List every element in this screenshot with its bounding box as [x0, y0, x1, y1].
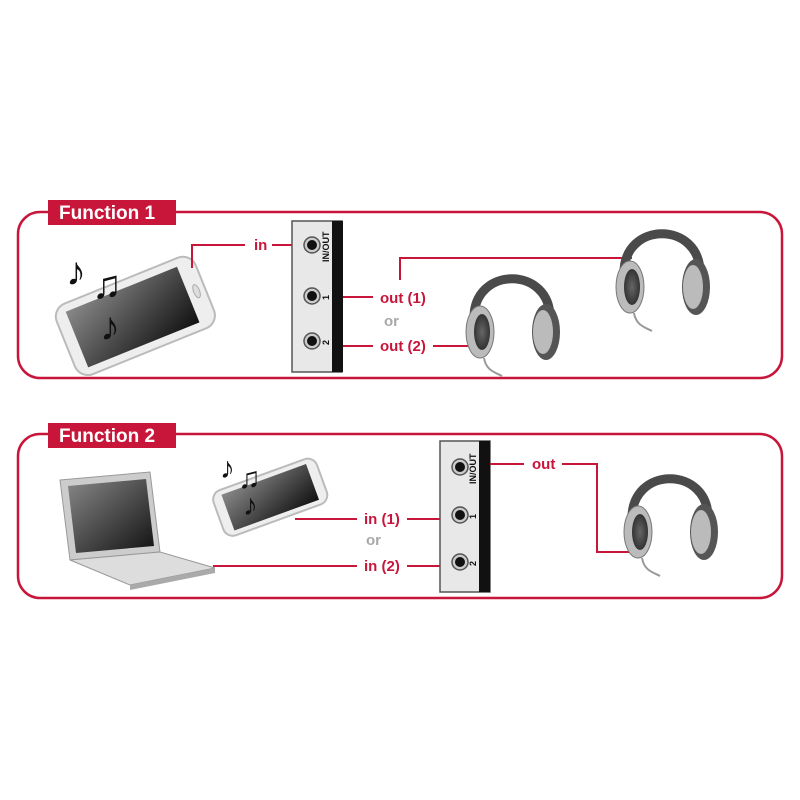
out2-label: out (2)	[380, 338, 426, 355]
jack-inout[interactable]	[451, 458, 469, 476]
music-note-icon: ♪	[220, 452, 235, 485]
function2-tab	[48, 423, 176, 448]
in1-label: in (1)	[364, 511, 400, 528]
headphones-icon	[466, 279, 560, 376]
jack-2[interactable]	[303, 332, 321, 350]
out1-label: out (1)	[380, 290, 426, 307]
music-note-icon: ♪	[66, 250, 86, 294]
function1-tab	[48, 200, 176, 225]
port-label: IN/OUT	[321, 231, 331, 262]
port-label: 1	[321, 295, 331, 300]
or-label: or	[384, 313, 399, 330]
music-note-icon: ♪	[100, 305, 120, 349]
jack-inout[interactable]	[303, 236, 321, 254]
function1-title: Function 1	[59, 203, 155, 224]
port-label: 1	[468, 514, 478, 519]
jack-1[interactable]	[303, 287, 321, 305]
port-label: 2	[468, 561, 478, 566]
function2-panel: Function 2 ♪ ♫ ♪ in (1) or in (2) IN/OUT	[16, 423, 784, 600]
or-label: or	[366, 532, 381, 549]
jack-1[interactable]	[451, 506, 469, 524]
smartphone-icon	[54, 255, 216, 377]
smartphone-icon	[212, 457, 329, 537]
port-label: 2	[321, 340, 331, 345]
music-note-icon: ♫	[92, 263, 122, 307]
jack-2[interactable]	[451, 553, 469, 571]
headphones-icon	[616, 234, 710, 331]
in2-label: in (2)	[364, 558, 400, 575]
function1-panel: Function 1 ♪ ♫ ♪ in IN/OUT 1 2 out (1) o…	[16, 200, 784, 379]
out-label: out	[532, 456, 555, 473]
music-note-icon: ♫	[238, 462, 261, 495]
music-note-icon: ♪	[243, 489, 258, 522]
audio-splitter: IN/OUT 1 2	[439, 440, 491, 593]
laptop-icon	[59, 471, 216, 590]
function2-title: Function 2	[59, 426, 155, 447]
headphones-icon	[624, 479, 718, 576]
port-label: IN/OUT	[468, 453, 478, 484]
audio-splitter: IN/OUT 1 2	[291, 220, 343, 373]
in-label: in	[254, 237, 267, 254]
